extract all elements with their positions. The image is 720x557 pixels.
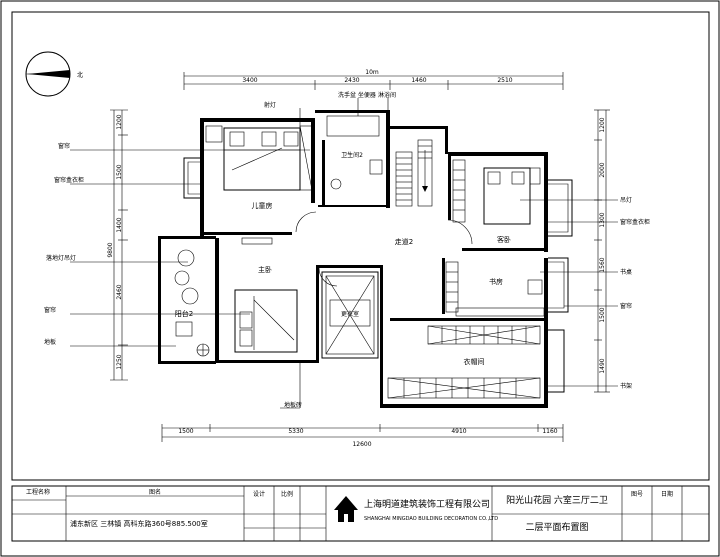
dim-bottom-2: 5330 bbox=[288, 428, 303, 435]
dim-left-2: 1500 bbox=[116, 164, 123, 179]
closet-label: 衣帽间 bbox=[464, 357, 485, 366]
tb-company-name-en: SHANGHAI MINGDAO BUILDING DECORATION CO.… bbox=[364, 516, 498, 522]
tb-header-1: 工程名称 bbox=[26, 488, 50, 496]
guest-room-label: 客卧 bbox=[497, 235, 511, 244]
door-swing-guest bbox=[447, 219, 473, 245]
dim-top-total: 10m bbox=[365, 69, 379, 76]
door-swing-corridor bbox=[295, 211, 317, 233]
dim-top-1: 3400 bbox=[242, 77, 257, 84]
dim-bottom-1: 1500 bbox=[178, 428, 193, 435]
annotation-right-1: 吊灯 bbox=[620, 196, 632, 204]
annotation-left-2: 窗帘盒衣柜 bbox=[54, 176, 84, 184]
dim-right-2: 2000 bbox=[599, 162, 606, 177]
children-room: 儿童房 bbox=[205, 125, 313, 210]
annotation-right-5: 书架 bbox=[620, 382, 632, 390]
dim-top-3: 1460 bbox=[411, 77, 426, 84]
master-bed bbox=[234, 289, 298, 353]
annotation-right-4: 窗帘 bbox=[620, 302, 632, 310]
dim-bottom-3: 4910 bbox=[451, 428, 466, 435]
left-dimensions: 9800 1200 1500 1400 2460 1250 bbox=[107, 109, 128, 381]
top-dimensions: 10m 3400 2430 1460 2510 bbox=[183, 69, 564, 90]
tb-address: 浦东新区 三林镇 高科东路360号885.500室 bbox=[70, 519, 208, 528]
master-bedroom-label: 主卧 bbox=[258, 265, 272, 274]
title-block: 工程名称 图名 设计 比例 图号 日期 浦东新区 三林镇 高科东路360号885… bbox=[11, 485, 710, 542]
dim-top-4: 2510 bbox=[497, 77, 512, 84]
tb-project: 阳光山花园 六室三厅二卫 bbox=[506, 494, 608, 506]
annotation-top-1: 射灯 bbox=[264, 101, 276, 109]
right-dimensions: 1200 2000 1300 1560 1500 1490 bbox=[594, 109, 610, 393]
guest-bed bbox=[483, 167, 531, 225]
dim-left-total: 9800 bbox=[107, 242, 114, 257]
annotation-bottom: 地板砖 bbox=[280, 363, 302, 409]
children-room-label: 儿童房 bbox=[252, 201, 273, 210]
corridor-label: 走道2 bbox=[395, 237, 413, 246]
annotation-left-5: 地板 bbox=[44, 338, 56, 346]
balcony-label: 阳台2 bbox=[175, 309, 193, 318]
bay-windows bbox=[183, 157, 573, 393]
north-arrow: 北 bbox=[25, 51, 83, 97]
dim-right-1: 1200 bbox=[599, 117, 606, 132]
tb-company-name: 上海明道建筑装饰工程有限公司 bbox=[364, 498, 490, 510]
tb-header-4: 比例 bbox=[281, 490, 293, 498]
walk-in: 更衣室 bbox=[321, 271, 379, 359]
closet: 衣帽间 bbox=[387, 325, 541, 399]
walls bbox=[158, 110, 548, 408]
annotation-right-2: 窗帘盒衣柜 bbox=[620, 218, 650, 226]
tb-header-3: 设计 bbox=[253, 490, 265, 498]
guest-room: 客卧 bbox=[452, 159, 541, 244]
inner-border bbox=[11, 11, 710, 481]
balcony: 阳台2 bbox=[174, 249, 210, 357]
dim-bottom-total: 12600 bbox=[352, 441, 371, 448]
dim-left-5: 1250 bbox=[116, 354, 123, 369]
dim-right-3: 1300 bbox=[599, 212, 606, 227]
dim-right-6: 1490 bbox=[599, 358, 606, 373]
dim-bottom-4: 1160 bbox=[542, 428, 557, 435]
study: 书房 bbox=[445, 261, 545, 317]
annotations-right: 吊灯 窗帘盒衣柜 书桌 窗帘 书架 bbox=[520, 196, 650, 390]
dim-right-5: 1500 bbox=[599, 307, 606, 322]
tb-header-6: 日期 bbox=[661, 490, 673, 498]
annotation-left-1: 窗帘 bbox=[58, 142, 70, 150]
bathroom-label: 卫生间2 bbox=[341, 151, 363, 159]
master-bedroom: 主卧 bbox=[234, 237, 298, 353]
door-swing-master bbox=[318, 267, 338, 287]
walk-in-label: 更衣室 bbox=[341, 310, 359, 318]
north-label: 北 bbox=[77, 71, 83, 79]
tb-drawing-title: 二层平面布置图 bbox=[525, 521, 588, 533]
annotations-left: 窗帘 窗帘盒衣柜 落地灯吊灯 窗帘 地板 bbox=[44, 142, 310, 347]
annotations-top: 射灯 洗手盆 坐便器 淋浴间 bbox=[264, 91, 396, 126]
annotation-bottom-text: 地板砖 bbox=[284, 401, 302, 409]
dim-left-1: 1200 bbox=[116, 114, 123, 129]
dim-top-2: 2430 bbox=[344, 77, 359, 84]
dim-right-4: 1560 bbox=[599, 257, 606, 272]
study-label: 书房 bbox=[489, 277, 503, 286]
annotation-left-3: 落地灯吊灯 bbox=[46, 254, 76, 262]
annotation-left-4: 窗帘 bbox=[44, 306, 56, 314]
bottom-dimensions: 1500 5330 4910 1160 12600 bbox=[161, 424, 564, 448]
tb-header-5: 图号 bbox=[631, 491, 643, 498]
company-logo-icon bbox=[334, 496, 358, 522]
annotation-top-2: 洗手盆 坐便器 bbox=[338, 91, 376, 99]
dim-left-4: 2460 bbox=[116, 284, 123, 299]
dim-left-3: 1400 bbox=[116, 217, 123, 232]
bathroom: 卫生间2 bbox=[326, 115, 383, 190]
annotation-top-3: 淋浴间 bbox=[378, 91, 396, 99]
annotation-right-3: 书桌 bbox=[620, 268, 632, 276]
tb-header-2: 图名 bbox=[149, 488, 161, 496]
staircase bbox=[395, 139, 433, 207]
